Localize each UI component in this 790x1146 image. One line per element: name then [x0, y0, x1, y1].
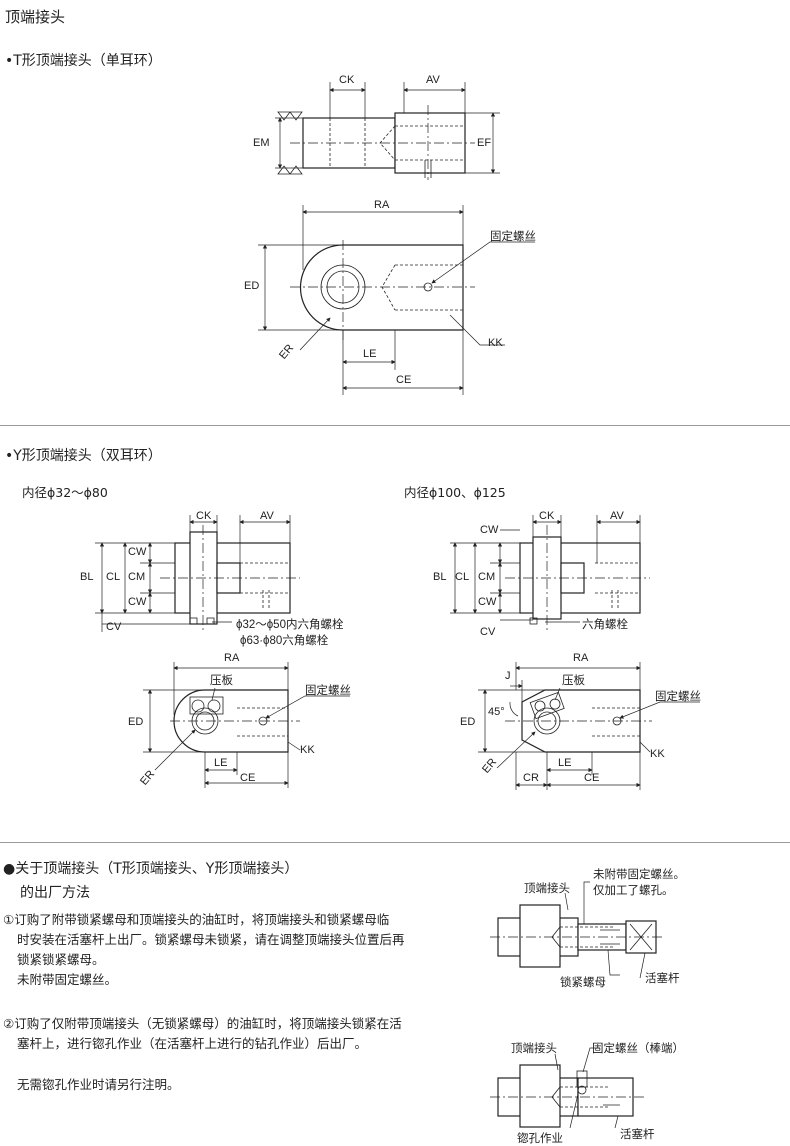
bolt-note-1: ϕ32～ϕ50内六角螺栓: [236, 619, 344, 631]
label-kk: KK: [488, 337, 503, 349]
label-kk: KK: [650, 748, 665, 760]
label-cw: CW: [478, 596, 497, 608]
label-ed: ED: [460, 716, 476, 728]
t-type-heading: •T形顶端接头（单耳环）: [5, 53, 162, 69]
shipping-heading-line2: 的出厂方法: [20, 885, 90, 901]
label-ce: CE: [584, 772, 600, 784]
label-kk: KK: [300, 744, 315, 756]
fig1-rod-end: 顶端接头: [524, 883, 570, 895]
item1-line: 未附带固定螺丝。: [17, 972, 118, 987]
separator: [0, 425, 790, 426]
label-cm: CM: [478, 571, 496, 583]
label-cr: CR: [523, 772, 539, 784]
label-j: J: [505, 670, 511, 682]
separator: [0, 842, 790, 843]
y-type-right-top-view: [450, 515, 650, 630]
label-ef: EF: [477, 137, 492, 149]
label-cv: CV: [480, 626, 496, 638]
fig2-set-screw: 固定螺丝（棒端）: [592, 1043, 684, 1055]
item1-line: ①订购了附带锁紧螺母和顶端接头的油缸时，将顶端接头和锁紧螺母临: [3, 912, 390, 927]
y-right-subtitle: 内径ϕ100、ϕ125: [404, 485, 506, 500]
label-ed: ED: [128, 716, 144, 728]
label-le: LE: [363, 348, 377, 360]
fig1-piston-rod: 活塞杆: [645, 973, 680, 985]
label-ce: CE: [240, 772, 256, 784]
t-type-side-view: [258, 205, 535, 395]
item1-line: 锁紧锁紧螺母。: [17, 952, 105, 967]
label-ce: CE: [396, 374, 412, 386]
label-av: AV: [260, 510, 274, 522]
label-cl: CL: [106, 571, 121, 583]
label-bl: BL: [433, 571, 447, 583]
y-type-right-side-view: [478, 662, 700, 790]
label-set-screw: 固定螺丝: [305, 685, 351, 697]
label-cm: CM: [128, 571, 146, 583]
t-type-top-view: [275, 82, 500, 180]
label-cw: CW: [128, 546, 147, 558]
label-em: EM: [253, 137, 270, 149]
fig1-no-screw-1: 未附带固定螺丝。: [593, 869, 685, 881]
label-ed: ED: [244, 280, 260, 292]
fig1-lock-nut: 锁紧螺母: [560, 977, 606, 989]
shipping-item-1: ①订购了附带锁紧螺母和顶端接头的油缸时，将顶端接头和锁紧螺母临 时安装在活塞杆上…: [3, 910, 405, 990]
label-ck: CK: [339, 74, 355, 86]
y-type-heading: •Y形顶端接头（双耳环）: [5, 448, 162, 464]
y-left-subtitle: 内径ϕ32～ϕ80: [22, 485, 108, 500]
shipping-item-2: ②订购了仅附带顶端接头（无锁紧螺母）的油缸时，将顶端接头锁紧在活 塞杆上，进行锪…: [3, 1014, 402, 1054]
label-hex-bolt: 六角螺栓: [582, 619, 628, 631]
shipping-heading-line1: ●关于顶端接头（T形顶端接头、Y形顶端接头）: [3, 861, 299, 877]
shipping-note: 无需锪孔作业时请另行注明。: [17, 1077, 180, 1092]
label-clamp-plate: 压板: [562, 675, 585, 687]
label-le: LE: [558, 757, 572, 769]
label-cv: CV: [106, 621, 122, 633]
label-cw: CW: [128, 596, 147, 608]
y-type-left-top-view: [95, 515, 300, 632]
label-av: AV: [610, 510, 624, 522]
shipping-figure-2: [490, 1047, 645, 1129]
label-clamp-plate: 压板: [210, 675, 233, 687]
y-type-left-side-view: [143, 662, 350, 788]
label-set-screw: 固定螺丝: [655, 691, 701, 703]
label-ck: CK: [196, 510, 212, 522]
shipping-figure-1: [490, 881, 665, 979]
page-title: 顶端接头: [5, 8, 66, 26]
item2-line: ②订购了仅附带顶端接头（无锁紧螺母）的油缸时，将顶端接头锁紧在活: [3, 1016, 402, 1031]
label-angle: 45°: [488, 706, 505, 718]
fig1-no-screw-2: 仅加工了螺孔。: [593, 885, 674, 897]
item2-line: 塞杆上，进行锪孔作业（在活塞杆上进行的钻孔作业）后出厂。: [17, 1036, 368, 1051]
item1-line: 时安装在活塞杆上出厂。锁紧螺母未锁紧，请在调整顶端接头位置后再: [17, 932, 405, 947]
label-ra: RA: [573, 652, 589, 664]
label-ck: CK: [539, 510, 555, 522]
fig2-spot-facing: 锪孔作业: [517, 1133, 563, 1145]
label-ra: RA: [224, 652, 240, 664]
label-av: AV: [426, 74, 440, 86]
label-ra: RA: [374, 199, 390, 211]
label-cl: CL: [455, 571, 470, 583]
label-le: LE: [214, 757, 228, 769]
label-cw: CW: [480, 524, 499, 536]
fig2-piston-rod: 活塞杆: [620, 1129, 655, 1141]
label-set-screw: 固定螺丝: [490, 231, 536, 243]
label-bl: BL: [80, 571, 94, 583]
fig2-rod-end: 顶端接头: [511, 1043, 557, 1055]
bolt-note-2: ϕ63·ϕ80六角螺栓: [240, 635, 329, 647]
